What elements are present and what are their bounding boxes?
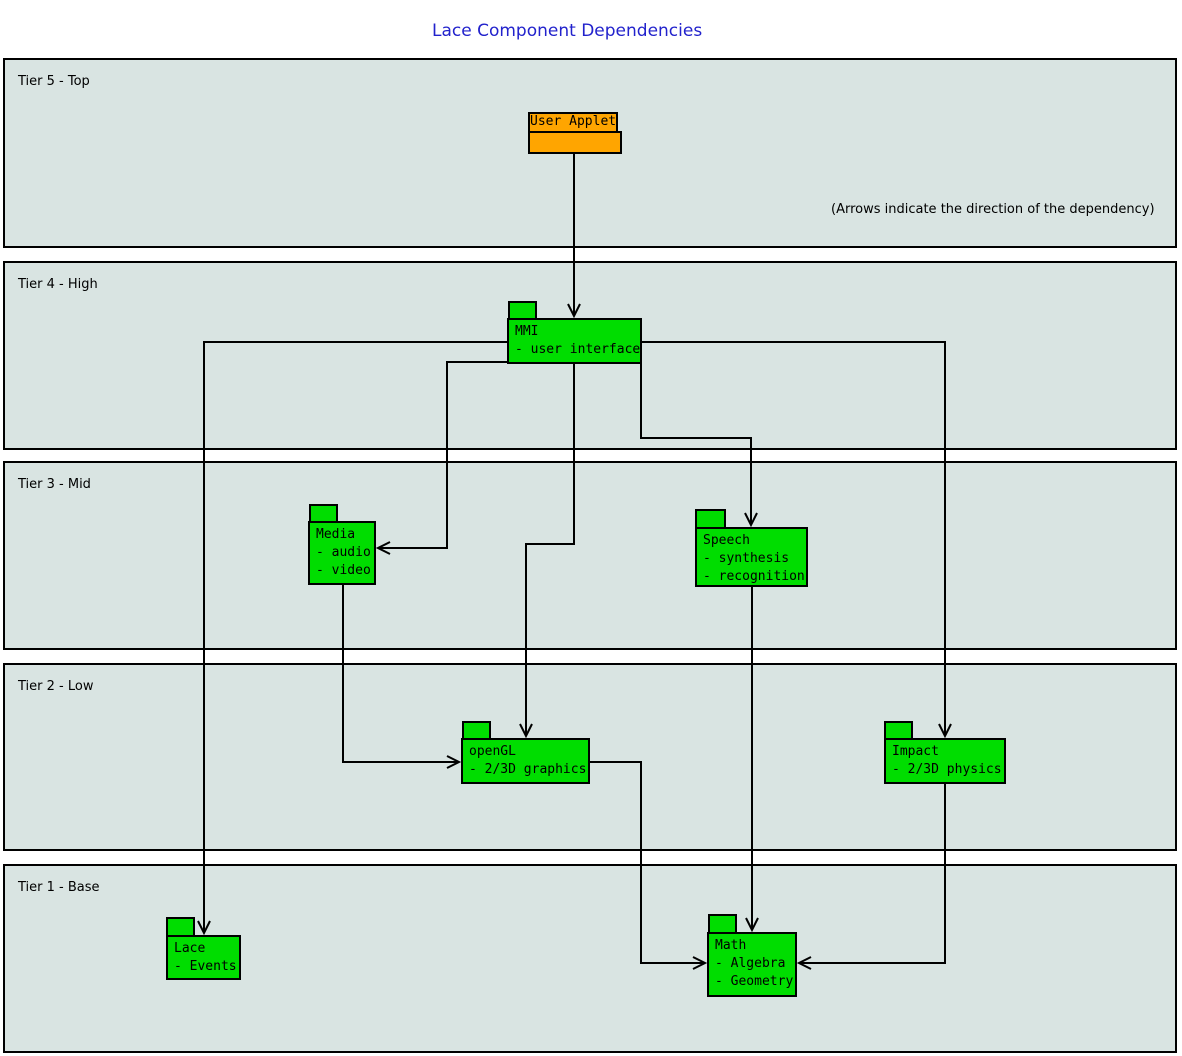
package-opengl-name: openGL [469,744,516,759]
package-impact-detail: - 2/3D physics [892,762,1002,777]
package-speech-detail: - recognition [703,569,805,584]
package-media: Media - audio - video [308,521,376,585]
package-lace-name: Lace [174,941,206,956]
tier-label-3: Tier 3 - Mid [18,477,91,492]
package-opengl-detail: - 2/3D graphics [469,762,587,777]
package-math-name: Math [715,938,747,953]
package-math: Math - Algebra - Geometry [707,932,797,997]
package-math-detail: - Geometry [715,974,794,989]
package-media-detail: - audio [316,545,371,560]
package-lace-tab [166,917,195,937]
package-speech-detail: - synthesis [703,551,790,566]
tier-label-5: Tier 5 - Top [18,74,90,89]
package-impact-name: Impact [892,744,939,759]
package-speech-name: Speech [703,533,750,548]
tier-band-3: Tier 3 - Mid [3,461,1177,650]
package-lace-detail: - Events [174,959,237,974]
package-math-tab [708,914,737,934]
package-speech-tab [695,509,726,529]
package-mmi-detail: - user interface [515,342,641,357]
tier-label-1: Tier 1 - Base [18,880,100,895]
package-math-detail: - Algebra [715,956,786,971]
package-impact: Impact - 2/3D physics [884,738,1006,784]
component-user-applet-name: User Applet [530,114,617,129]
package-mmi: MMI - user interface [507,318,642,364]
tier-label-4: Tier 4 - High [18,277,98,292]
component-user-applet-body [528,131,622,154]
tier-label-2: Tier 2 - Low [18,679,94,694]
package-opengl: openGL - 2/3D graphics [461,738,590,784]
page-title: Lace Component Dependencies [432,21,703,41]
package-speech: Speech - synthesis - recognition [695,527,808,587]
legend-note: (Arrows indicate the direction of the de… [831,202,1155,217]
package-lace: Lace - Events [166,935,241,980]
package-mmi-name: MMI [515,324,539,339]
package-media-name: Media [316,527,356,542]
package-media-detail: - video [316,563,371,578]
component-user-applet: User Applet [528,112,618,133]
